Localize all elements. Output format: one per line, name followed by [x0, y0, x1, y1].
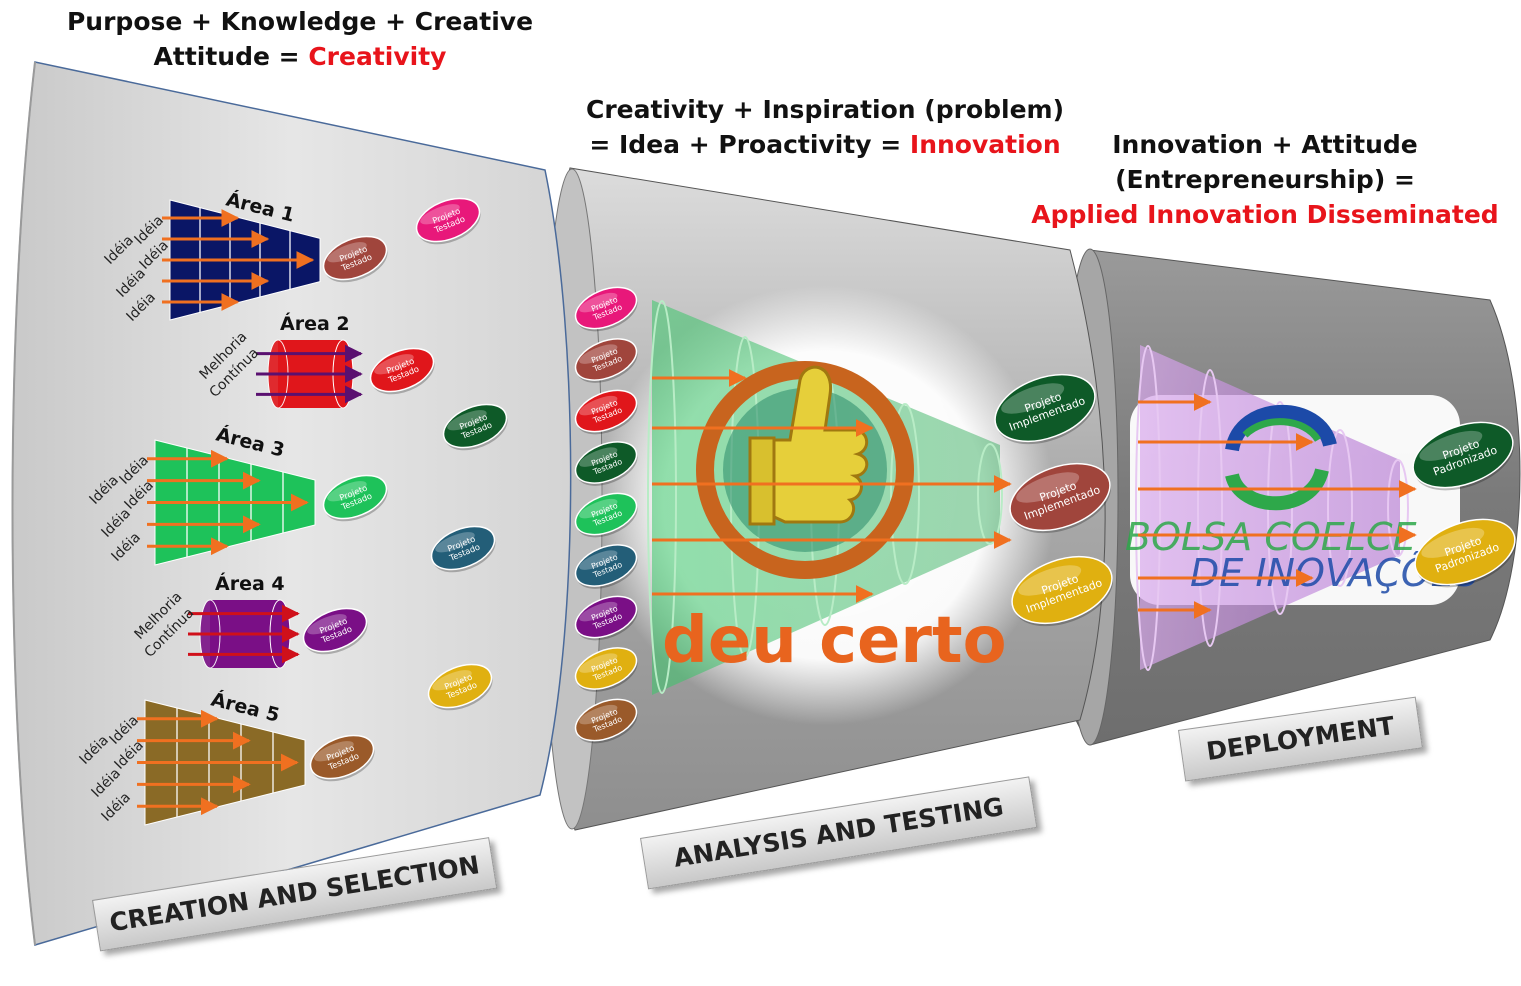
analysis-equation-line2: = Idea + Proactivity = Innovation	[555, 127, 1095, 162]
creation-equation-line2: Attitude = Creativity	[40, 39, 560, 74]
analysis-arrows	[652, 369, 1012, 603]
deployment-equation: Innovation + Attitude (Entrepreneurship)…	[1015, 127, 1515, 232]
analysis-equation: Creativity + Inspiration (problem) = Ide…	[555, 92, 1095, 162]
creation-equation: Purpose + Knowledge + Creative Attitude …	[40, 4, 560, 74]
creation-equation-result: Creativity	[308, 42, 447, 71]
queue-projects: ProjetoTestadoProjetoTestadoProjetoTesta…	[574, 286, 638, 744]
deployment-equation-result: Applied Innovation Disseminated	[1031, 200, 1499, 229]
creation-equation-prefix: Attitude =	[153, 42, 309, 71]
implemented-projects: ProjetoImplementadoProjetoImplementadoPr…	[994, 373, 1113, 627]
deployment-arrows	[1138, 393, 1417, 619]
analysis-equation-line1: Creativity + Inspiration (problem)	[585, 95, 1065, 124]
area-title: Área 2	[280, 312, 350, 335]
deployment-equation-line1: Innovation + Attitude	[1112, 130, 1418, 159]
deu-certo-text: deu certo	[662, 604, 1007, 678]
loose-tested-projects: ProjetoTestadoProjetoTestadoProjetoTesta…	[415, 197, 508, 711]
deployment-equation-line2: (Entrepreneurship) =	[1115, 165, 1415, 194]
bolsa-line1: BOLSA COELCE	[1125, 515, 1417, 559]
analysis-equation-result: Innovation	[909, 130, 1061, 159]
area-title: Área 4	[215, 572, 285, 595]
analysis-equation-prefix: = Idea + Proactivity =	[589, 130, 910, 159]
creation-equation-line1: Purpose + Knowledge + Creative	[66, 7, 534, 36]
